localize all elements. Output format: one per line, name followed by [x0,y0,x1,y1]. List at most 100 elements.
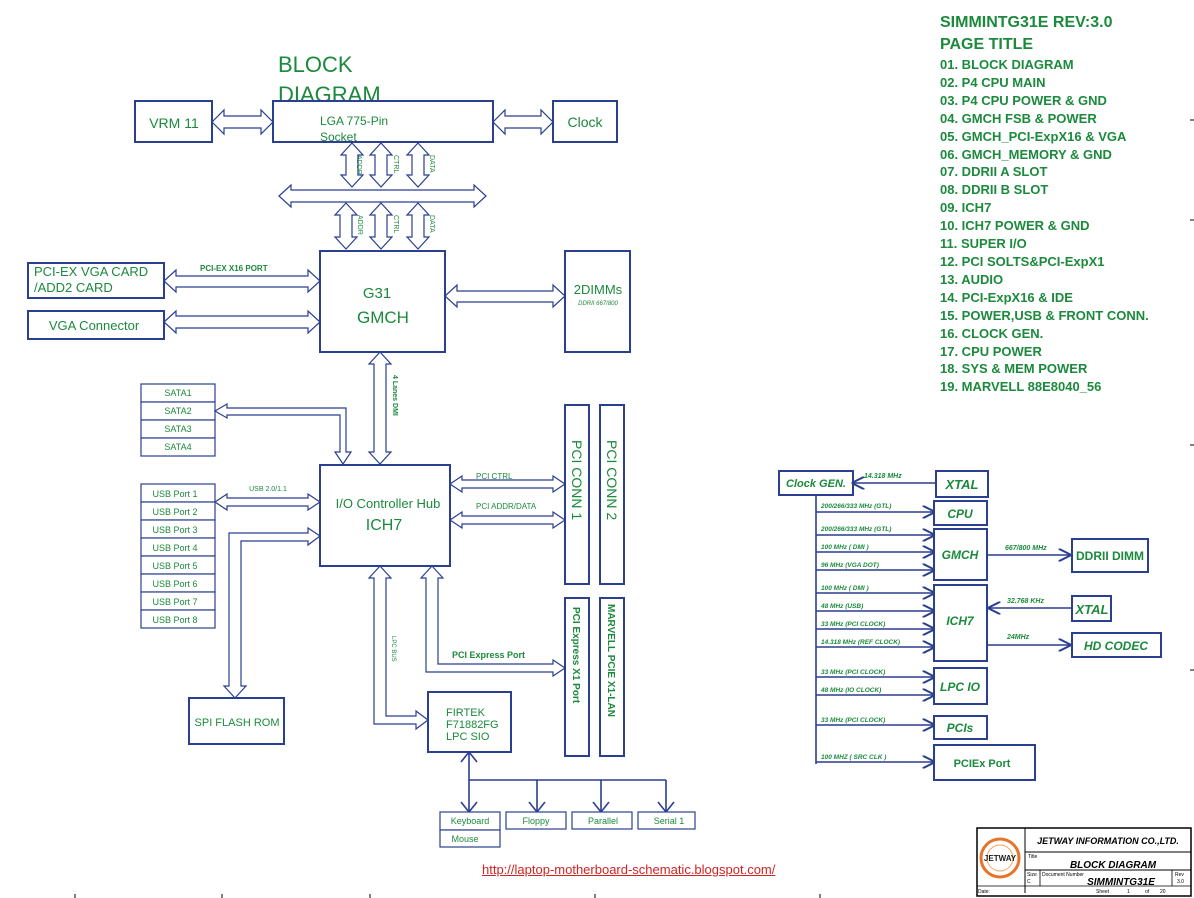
clk-lpc-io-label: LPC IO [940,680,981,694]
toc-item: 10. ICH7 POWER & GND [940,218,1090,234]
clock-label: Clock [567,114,603,130]
page-title-list: SIMMINTG31E REV:3.0 PAGE TITLE 01. BLOCK… [940,12,1149,396]
fsb-bus-arrow [278,183,487,209]
pci-addr-arrow [448,510,567,530]
pcie-x1-slot-label: PCI Express X1 Port [570,607,581,704]
doc-number-value: SIMMINTG31E [1087,877,1155,888]
sata-port-4 [140,437,216,457]
title-field-label: Title [1028,854,1037,860]
sata-label-2: SATA2 [164,406,191,416]
pcie-port-arrow [419,565,567,678]
clk-cpu-label: CPU [947,507,973,521]
toc-item: 09. ICH7 [940,200,992,216]
toc-item: 04. GMCH FSB & POWER [940,110,1097,126]
pci-conn2-label: PCI CONN 2 [604,440,620,520]
of-value: 20 [1160,889,1166,895]
sata-ports [140,383,216,457]
cpu-socket-box [272,100,494,143]
toc-item: 07. DDRII A SLOT [940,164,1048,180]
toc-item: 12. PCI SOLTS&PCI-ExpX1 [940,253,1105,269]
toc-item: 15. POWER,USB & FRONT CONN. [940,307,1149,323]
size-field-value: C [1027,879,1031,885]
xtal-label: XTAL [945,477,979,492]
clk-pcis-label: PCIs [947,721,974,735]
pcie-vga-card-box [27,262,165,299]
floppy-label: Floppy [522,816,550,826]
clock-signal-10: 48 MHz (IO CLOCK) [820,687,881,694]
toc-item: 16. CLOCK GEN. [940,325,1044,341]
sio-device-arrowheads [460,801,675,814]
codec-freq-label: 24MHz [1006,634,1030,641]
toc-item: 14. PCI-ExpX16 & IDE [940,289,1073,305]
toc-item: 03. P4 CPU POWER & GND [940,92,1107,108]
gmch-dimm-arrow [444,283,566,309]
sio-fanout-arrowhead [460,750,478,763]
toc-item: 19. MARVELL 88E8040_56 [940,379,1102,395]
vga-arrow [163,309,321,335]
xtal-freq-label: 14.318 MHz [864,473,902,480]
footer-url-link[interactable]: http://laptop-motherboard-schematic.blog… [482,862,776,877]
fsb-ctrl-label-bottom: CTRL [392,215,399,233]
rev-value: 3.0 [1177,879,1184,885]
clock-signal-5: 100 MHz ( DMI ) [821,585,869,592]
sata-label-4: SATA4 [164,442,191,452]
pci-conn1-label: PCI CONN 1 [569,440,585,520]
mouse-box [439,829,501,848]
jetway-logo-text: JETWAY [984,854,1017,863]
vrm-cpu-arrow [211,108,274,136]
ddrii-dimm-label: DDRII DIMM [1076,549,1144,563]
ich7-label-2: ICH7 [366,517,403,534]
toc-item: 08. DDRII B SLOT [940,182,1049,198]
clock-signal-7: 33 MHz (PCI CLOCK) [821,621,885,628]
toc-model-title: SIMMINTG31E REV:3.0 [940,14,1113,31]
cpu-socket-label-2: Socket [320,130,357,144]
size-field-label: Size [1027,872,1037,878]
title-field-value: BLOCK DIAGRAM [1070,860,1157,871]
cpu-socket-label-1: LGA 775-Pin [320,114,388,128]
dmi-arrow [367,351,393,465]
clock-signal-8: 14.318 MHz (REF CLOCK) [821,639,900,646]
fsb-data-label-top: DATA [428,155,435,173]
sheet-value: 1 [1127,889,1130,895]
spi-bus-arrow [222,526,322,699]
pcie-x1-slot-box [564,597,590,757]
company-name: JETWAY INFORMATION CO.,LTD. [1037,836,1179,846]
mouse-label: Mouse [451,834,478,844]
parallel-label: Parallel [588,816,618,826]
vga-connector-box [27,310,165,340]
page-border-ticks [74,119,1194,898]
gmch-box [319,250,446,353]
clk-gmch-box [933,528,988,581]
vga-connector-label: VGA Connector [49,318,140,333]
clock-branch-wires [816,512,934,762]
usb-bus-arrow [213,492,322,512]
gmch-label-1: G31 [363,285,391,302]
pcie-x16-arrow [163,268,321,294]
pcie-x16-port-label: PCI-EX X16 PORT [200,264,268,273]
date-label: Date: [978,889,990,895]
dimm-speed-label: DDRII 667/800 [578,301,618,307]
clk-ich7-label: ICH7 [946,614,975,628]
clock-signal-11: 33 MHz (PCI CLOCK) [821,717,885,724]
doc-number-label: Document Number [1042,872,1084,878]
clk-ich7-box [933,584,988,662]
usb-label-7: USB Port 7 [152,597,197,607]
pcie-vga-card-label-2: /ADD2 CARD [34,280,113,295]
clock-signal-12: 100 MHZ ( SRC CLK ) [821,754,886,761]
super-io-label-2: F71882FG [446,719,499,731]
toc-item: 17. CPU POWER [940,343,1042,359]
parallel-box [571,811,633,830]
toc-item: 05. GMCH_PCI-ExpX16 & VGA [940,128,1127,144]
clk-gmch-label: GMCH [942,548,979,562]
clk-cpu-box [933,500,988,526]
ddrii-dimm-box [1071,538,1149,573]
jetway-logo: JETWAY [979,837,1021,879]
vrm-label: VRM 11 [149,115,199,131]
toc-item: 18. SYS & MEM POWER [940,361,1088,377]
rev-label: Rev [1175,872,1184,878]
clk-lpc-io-box [933,667,988,705]
dimm-label: 2DIMMs [574,282,623,297]
dimm-box [564,250,631,353]
mem-freq-label: 667/800 MHz [1005,545,1047,552]
usb-label-8: USB Port 8 [152,615,197,625]
